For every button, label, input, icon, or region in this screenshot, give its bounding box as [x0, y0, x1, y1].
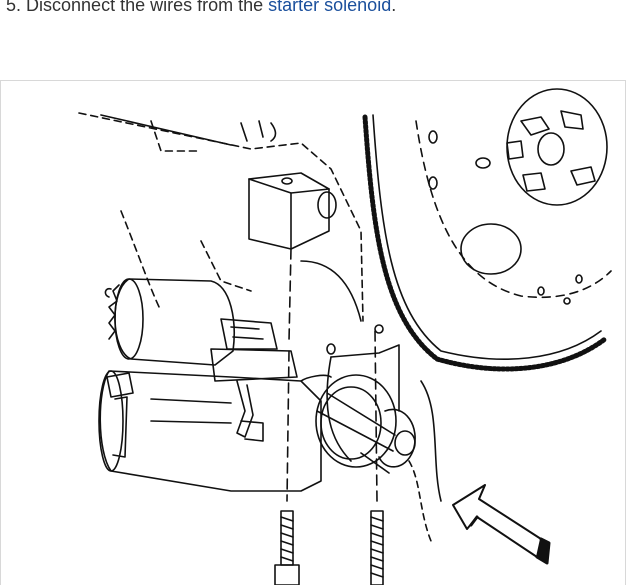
- engine-block-details: [100, 114, 442, 542]
- flywheel-icon: [362, 88, 612, 372]
- step-number: 5.: [6, 0, 22, 15]
- starter-solenoid-link[interactable]: starter solenoid: [268, 0, 392, 15]
- step-period: .: [391, 0, 397, 15]
- bolt-icon-right: [370, 510, 384, 585]
- bolt-guide-lines: [286, 248, 378, 502]
- direction-arrow-icon: [452, 484, 551, 565]
- starter-motor-icon: [98, 278, 416, 492]
- starter-removal-diagram: [78, 88, 612, 585]
- bolt-icon: [274, 510, 300, 585]
- step-instruction: 5. Disconnect the wires from the starter…: [6, 0, 396, 16]
- engine-block-outline: [78, 112, 364, 322]
- step-text: Disconnect the wires from the: [26, 0, 264, 15]
- mounting-block: [248, 172, 330, 250]
- figure-container: [0, 80, 626, 585]
